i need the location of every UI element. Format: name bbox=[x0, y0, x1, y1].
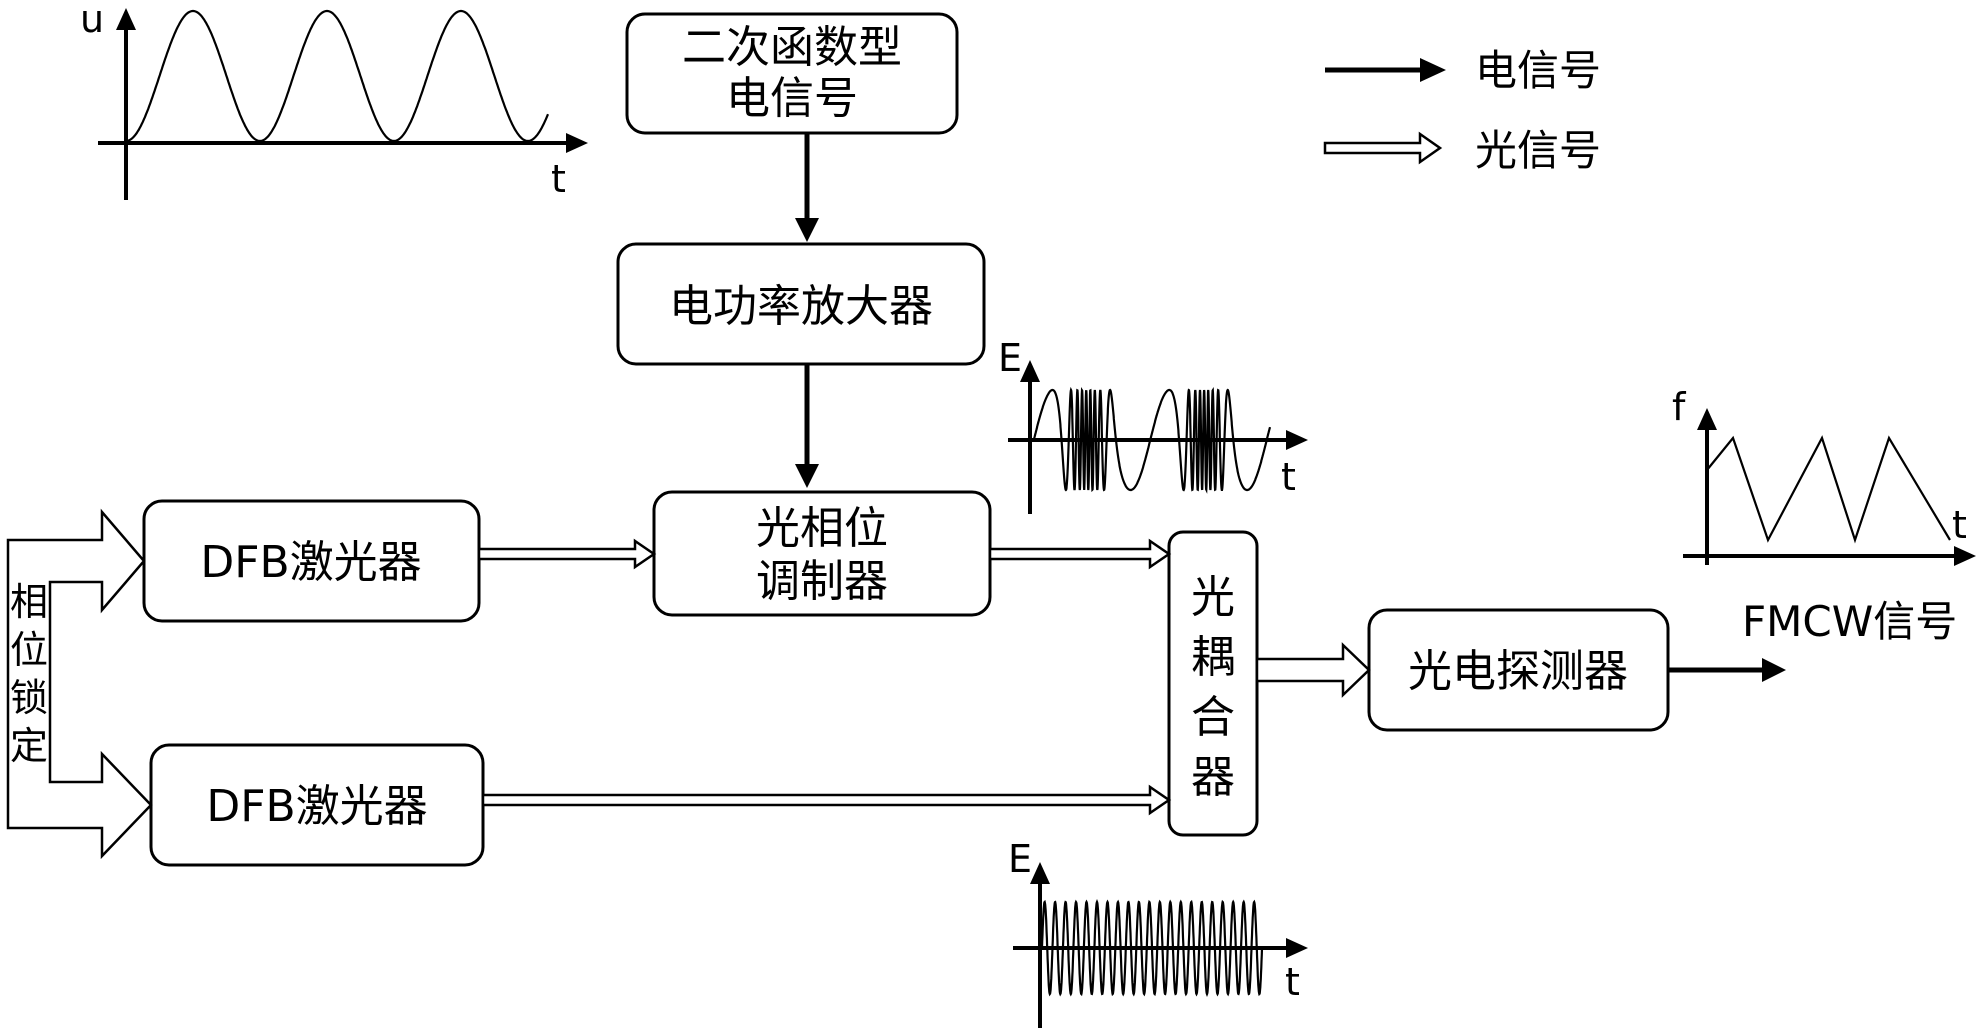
dfb-laser-2-label: DFB激光器 bbox=[206, 781, 427, 832]
phase-lock-char-1: 相 bbox=[10, 580, 48, 624]
signal-source-block: 二次函数型 电信号 bbox=[625, 12, 959, 135]
coupler-char-4: 器 bbox=[1191, 752, 1235, 803]
phase-modulator-line-2: 调制器 bbox=[756, 556, 888, 607]
amplifier-label: 电功率放大器 bbox=[669, 281, 933, 332]
arrow-amplifier-to-modulator bbox=[795, 364, 819, 488]
legend-electrical-arrow bbox=[1325, 58, 1446, 82]
frequency-y-label: f bbox=[1672, 385, 1687, 429]
frequency-sawtooth bbox=[1706, 435, 1951, 544]
inset-modulated-field: E t bbox=[998, 336, 1308, 514]
modulated-field-y-label: E bbox=[998, 336, 1022, 380]
optical-link-laser2-to-coupler bbox=[481, 784, 1172, 816]
modulated-field-waveform bbox=[1032, 386, 1272, 494]
phase-lock-arrow bbox=[6, 508, 153, 860]
drive-signal-y-label: u bbox=[80, 0, 104, 41]
phase-modulator-block: 光相位 调制器 bbox=[652, 490, 992, 617]
legend-optical-label: 光信号 bbox=[1475, 126, 1601, 175]
coupler-char-3: 合 bbox=[1191, 692, 1235, 743]
signal-source-line-1: 二次函数型 bbox=[682, 22, 902, 73]
reference-field-waveform bbox=[1040, 899, 1264, 997]
inset-drive-signal: u t bbox=[80, 0, 588, 201]
coupler-char-2: 耦 bbox=[1191, 632, 1235, 683]
reference-field-x-label: t bbox=[1285, 960, 1300, 1004]
signal-source-line-2: 电信号 bbox=[726, 73, 858, 124]
inset-frequency: f t bbox=[1672, 385, 1976, 566]
phase-modulator-line-1: 光相位 bbox=[756, 503, 888, 554]
frequency-x-label: t bbox=[1952, 503, 1967, 547]
modulated-field-x-label: t bbox=[1281, 455, 1296, 499]
optical-link-laser1-to-modulator bbox=[477, 538, 657, 570]
optical-link-coupler-to-detector bbox=[1255, 642, 1371, 698]
dfb-laser-2-block: DFB激光器 bbox=[149, 743, 485, 867]
photodetector-block: 光电探测器 bbox=[1367, 608, 1670, 732]
arrow-source-to-amplifier bbox=[795, 133, 819, 242]
output-label: FMCW信号 bbox=[1742, 597, 1957, 646]
inset-reference-field: E t bbox=[1008, 837, 1308, 1028]
phase-lock-char-4: 定 bbox=[10, 724, 48, 768]
drive-signal-x-label: t bbox=[551, 157, 566, 201]
coupler-char-1: 光 bbox=[1191, 572, 1235, 623]
photodetector-label: 光电探测器 bbox=[1408, 646, 1628, 697]
output-arrow bbox=[1668, 658, 1786, 682]
legend-electrical-label: 电信号 bbox=[1475, 46, 1601, 95]
optical-coupler-block: 光 耦 合 器 bbox=[1167, 530, 1259, 837]
phase-lock-char-2: 位 bbox=[10, 628, 48, 672]
optical-link-modulator-to-coupler bbox=[988, 538, 1172, 570]
legend: 电信号 光信号 bbox=[1323, 46, 1601, 175]
dfb-laser-1-block: DFB激光器 bbox=[142, 499, 481, 623]
drive-signal-waveform bbox=[125, 9, 550, 143]
legend-optical-arrow bbox=[1323, 131, 1443, 165]
phase-lock-char-3: 锁 bbox=[10, 676, 48, 720]
phase-lock-label: 相 位 锁 定 bbox=[10, 580, 48, 768]
amplifier-block: 电功率放大器 bbox=[616, 242, 986, 366]
reference-field-y-label: E bbox=[1008, 837, 1032, 881]
dfb-laser-1-label: DFB激光器 bbox=[200, 537, 421, 588]
